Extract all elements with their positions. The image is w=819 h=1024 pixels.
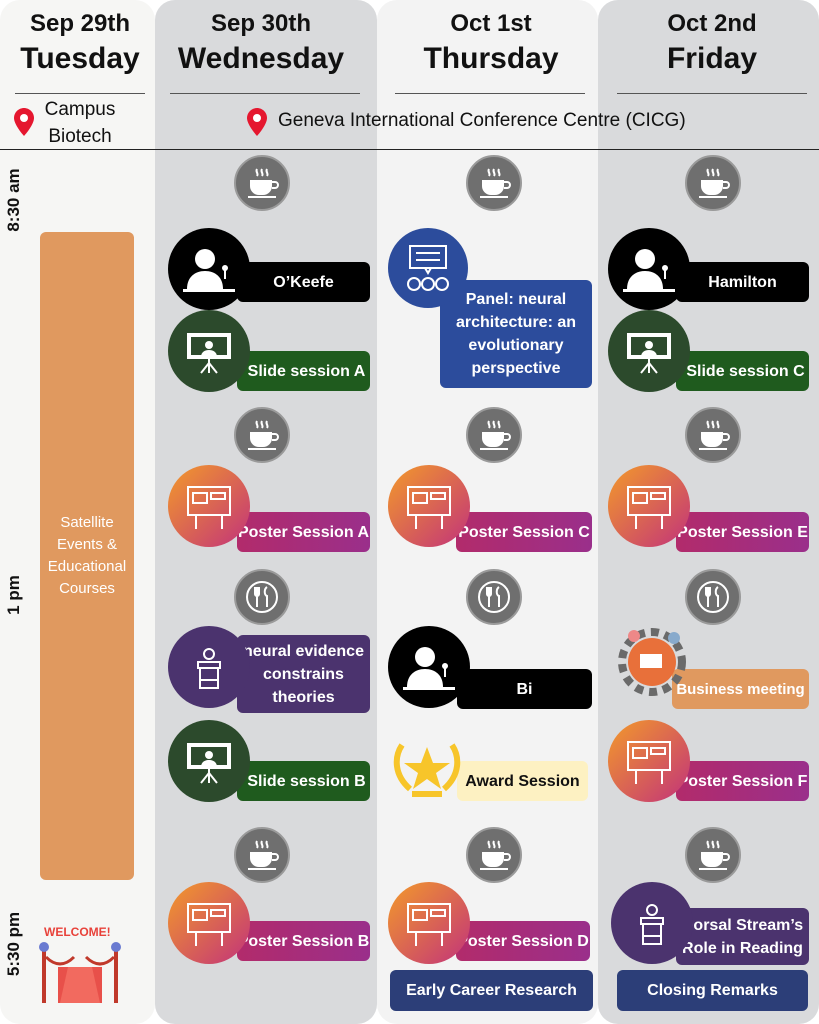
divider — [395, 93, 585, 94]
podium-icon — [168, 626, 250, 708]
lunch-icon — [685, 569, 741, 625]
welcome-icon: WELCOME! — [38, 925, 122, 1005]
coffee-icon — [234, 827, 290, 883]
lunch-icon — [234, 569, 290, 625]
symposium-label: neural evidence constrains theories — [243, 642, 364, 706]
early-career-research[interactable]: Early Career Research — [390, 970, 593, 1011]
symposium-dorsal-stream[interactable]: Dorsal Stream’s Role in Reading — [676, 908, 809, 965]
award-icon — [388, 735, 466, 799]
speaker-icon — [608, 228, 690, 310]
poster-session-d[interactable]: Poster Session D — [456, 921, 590, 961]
speaker-icon — [388, 626, 470, 708]
coffee-icon — [234, 155, 290, 211]
presenter-icon — [608, 310, 690, 392]
poster-session-a[interactable]: Poster Session A — [237, 512, 370, 552]
slide-session-b[interactable]: Slide session B — [237, 761, 370, 801]
closing-remarks[interactable]: Closing Remarks — [617, 970, 808, 1011]
presenter-icon — [168, 720, 250, 802]
presenter-icon — [168, 310, 250, 392]
location-pin-icon — [14, 108, 34, 136]
coffee-icon — [685, 155, 741, 211]
poster-icon — [388, 882, 470, 964]
venue-campus-biotech: Campus Biotech — [44, 99, 116, 147]
coffee-icon — [685, 827, 741, 883]
welcome-sign-text: WELCOME! — [44, 925, 111, 939]
poster-session-b[interactable]: Poster Session B — [237, 921, 370, 961]
coffee-icon — [466, 407, 522, 463]
award-session[interactable]: Award Session — [457, 761, 588, 801]
poster-icon — [168, 882, 250, 964]
lunch-icon — [466, 569, 522, 625]
panel-icon — [388, 228, 468, 308]
keynote-hamilton[interactable]: Hamilton — [676, 262, 809, 302]
poster-icon — [388, 465, 470, 547]
poster-session-e[interactable]: Poster Session E — [676, 512, 809, 552]
time-label: 1 pm — [4, 575, 23, 615]
divider — [15, 93, 145, 94]
divider — [170, 93, 360, 94]
poster-session-c[interactable]: Poster Session C — [456, 512, 592, 552]
symposium-label: Dorsal Stream’s Role in Reading — [681, 916, 804, 957]
business-meeting[interactable]: Business meeting — [672, 669, 809, 709]
location-pin-icon — [247, 108, 267, 136]
slide-session-c[interactable]: Slide session C — [676, 351, 809, 391]
keynote-bi[interactable]: Bi — [457, 669, 592, 709]
business-icon — [610, 624, 694, 700]
speaker-icon — [168, 228, 250, 310]
coffee-icon — [234, 407, 290, 463]
header-separator — [0, 149, 819, 150]
podium-icon — [611, 882, 693, 964]
coffee-icon — [466, 827, 522, 883]
symposium-neural-evidence[interactable]: neural evidence constrains theories — [237, 635, 370, 713]
poster-session-f[interactable]: Poster Session F — [676, 761, 809, 801]
coffee-icon — [685, 407, 741, 463]
poster-icon — [608, 465, 690, 547]
satellite-label: Satellite Events & Educational Courses — [47, 514, 127, 597]
slide-session-a[interactable]: Slide session A — [237, 351, 370, 391]
panel-neural-architecture[interactable]: Panel: neural architecture: an evolution… — [440, 280, 592, 388]
time-label: 8:30 am — [4, 168, 23, 232]
keynote-okeefe[interactable]: O’Keefe — [237, 262, 370, 302]
divider — [617, 93, 807, 94]
satellite-events-block[interactable]: Satellite Events & Educational Courses — [40, 232, 134, 880]
poster-icon — [608, 720, 690, 802]
coffee-icon — [466, 155, 522, 211]
time-label: 5:30 pm — [4, 911, 23, 977]
poster-icon — [168, 465, 250, 547]
venue-cicg: Geneva International Conference Centre (… — [278, 110, 686, 131]
panel-label: Panel: neural architecture: an evolution… — [455, 291, 577, 377]
